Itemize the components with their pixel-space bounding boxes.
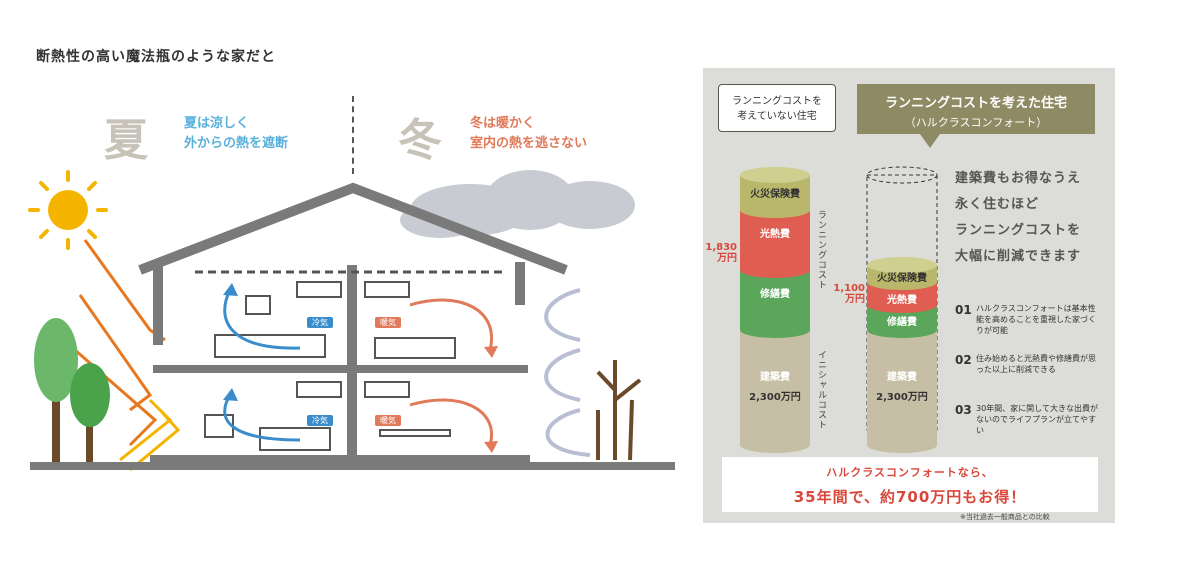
claim-line: 大幅に削減できます [955,249,1082,264]
right-total-unit: 万円 [845,294,865,305]
wind-arrows [544,288,591,457]
right-build: 建築費 [887,372,917,383]
right-total-num: 1,100 [833,283,865,294]
summer-big-character: 夏 [104,115,148,166]
bare-tree-icon [596,360,642,461]
furniture [204,281,456,451]
result-line1: ハルクラスコンフォートなら、 [826,466,994,479]
cool-air-label-1: 冷気 [312,318,328,327]
house-illustration [28,170,675,472]
summer-caption: 夏は涼しく 外からの熱を遮断 [184,114,288,154]
bubble-left-line2: 考えていない住宅 [737,111,817,122]
left-build: 建築費 [760,372,790,383]
point-text: ハルクラスコンフォートは基本性能を高めることを重視した家づくりが可能 [976,304,1096,335]
left-repair: 修繕費 [760,289,790,300]
bubble-pointer [920,134,940,148]
right-utility: 光熱費 [887,295,917,306]
bubble-right-line2: （ハルクラスコンフォート） [904,116,1048,129]
right-running-total: 1,100 万円 [828,283,865,305]
season-divider [352,96,354,174]
cloud-icon [400,170,635,238]
left-running-total: 1,830 万円 [700,242,737,264]
left-total-num: 1,830 [705,242,737,253]
house-structure [138,182,568,345]
cost-cylinder-left [740,167,810,453]
bubble-right-line1: ランニングコストを考えた住宅 [884,96,1067,111]
right-build-value: 2,300万円 [876,392,928,403]
cost-cylinder-right [866,166,938,453]
claim-line: ランニングコストを [955,223,1082,238]
point-number: 02 [955,353,972,367]
left-utility: 光熱費 [760,229,790,240]
left-total-unit: 万円 [717,253,737,264]
bubble-no-running-cost: ランニングコストを 考えていない住宅 [718,84,836,132]
running-cost-axis-label: ランニングコスト [816,210,826,290]
result-box: ハルクラスコンフォートなら、 35年間で、約700万円もお得！ [722,457,1098,512]
right-fire-insurance: 火災保険費 [877,273,927,284]
initial-cost-axis-label: イニシャルコスト [816,350,826,430]
result-line2: 35年間で、約700万円もお得！ [793,488,1027,506]
point-number: 03 [955,403,972,417]
summer-caption-line2: 外からの熱を遮断 [184,136,289,151]
right-repair: 修繕費 [887,317,917,328]
winter-caption: 冬は暖かく 室内の熱を逃さない [470,114,587,154]
warm-air-label-1: 暖気 [380,318,396,327]
point-text: 住み始めると光熱費や修繕費が思った以上に削減できる [976,354,1096,374]
claim-text: 建築費もお得なうえ 永く住むほど ランニングコストを 大幅に削減できます [955,166,1105,270]
bubble-left-line1: ランニングコストを [732,96,822,107]
point-text: 30年間、家に関して大きな出費がないのでライフプランが立てやすい [976,404,1098,435]
winter-big-character: 冬 [398,115,442,166]
footnote: ※当社過去一般商品との比較 [960,513,1050,521]
claim-line: 建築費もお得なうえ [955,171,1082,186]
cool-air-label-2: 冷気 [312,416,328,425]
tree-icon [34,318,110,462]
winter-caption-line1: 冬は暖かく [470,116,536,131]
page-heading: 断熱性の高い魔法瓶のような家だと [36,49,276,65]
sun-icon [28,170,108,250]
winter-caption-line2: 室内の熱を逃さない [470,136,588,151]
left-build-value: 2,300万円 [749,392,801,403]
point-number: 01 [955,303,972,317]
claim-line: 永く住むほど [955,197,1040,212]
bubble-running-cost-considered: ランニングコストを考えた住宅 （ハルクラスコンフォート） [857,84,1095,134]
summer-caption-line1: 夏は涼しく [184,116,250,131]
warm-air-label-2: 暖気 [380,416,396,425]
left-fire-insurance: 火災保険費 [750,189,800,200]
